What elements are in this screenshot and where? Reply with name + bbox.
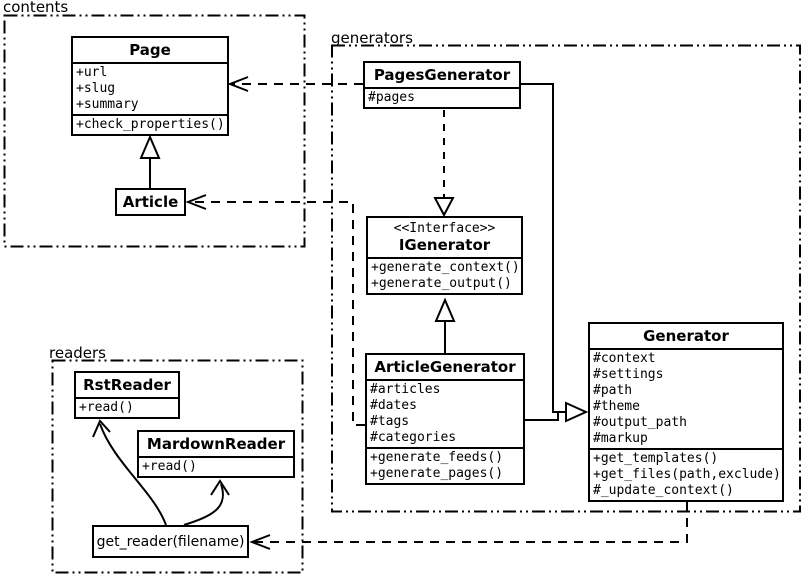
- article-generator-attribute-categories: #categories: [370, 430, 457, 445]
- inheritance-triangle-igenerator-bottom: [434, 297, 456, 322]
- igenerator-method-generate-context: +generate_context(): [371, 260, 520, 275]
- readers-package-label: readers: [49, 344, 106, 362]
- article-class-name: Article: [122, 193, 179, 211]
- generator-method-get-files: +get_files(path,exclude): [593, 467, 781, 482]
- page-method-check-properties: +check_properties(): [76, 117, 225, 132]
- article-generator-methods: +generate_feeds() +generate_pages(): [367, 447, 523, 483]
- mardown-reader-methods: +read(): [139, 456, 293, 476]
- article-generator-attributes: #articles #dates #tags #categories: [367, 379, 523, 447]
- generator-class-name: Generator: [643, 327, 729, 345]
- rst-reader-methods: +read(): [76, 397, 178, 417]
- open-arrowhead-getreader: [249, 534, 271, 550]
- generators-package-border: [331, 44, 801, 513]
- page-methods: +check_properties(): [73, 114, 227, 134]
- rst-reader-method-read: +read(): [79, 400, 134, 415]
- class-pages-generator: PagesGenerator #pages: [363, 61, 521, 109]
- class-rst-reader: RstReader +read(): [74, 371, 180, 419]
- open-arrowhead-article: [185, 194, 207, 210]
- article-generator-method-generate-pages: +generate_pages(): [370, 466, 504, 481]
- article-generator-method-generate-feeds: +generate_feeds(): [370, 450, 504, 465]
- class-mardown-reader: MardownReader +read(): [137, 430, 295, 478]
- igenerator-methods: +generate_context() +generate_output(): [368, 257, 521, 293]
- page-class-name: Page: [129, 41, 171, 59]
- igenerator-stereotype: <<Interface>>: [393, 221, 496, 236]
- arrow-getreader-to-mardownreader: [183, 483, 224, 526]
- contents-package-label: contents: [3, 0, 69, 16]
- article-generator-attribute-dates: #dates: [370, 398, 417, 413]
- page-attribute-url: +url: [76, 65, 108, 80]
- inheritance-triangle-page: [139, 134, 161, 159]
- class-generator: Generator #context #settings #path #them…: [588, 322, 784, 502]
- pages-generator-attributes: #pages: [365, 87, 519, 107]
- generator-attribute-path: #path: [593, 383, 633, 398]
- get-reader-node: get_reader(filename): [92, 525, 249, 558]
- generator-attribute-theme: #theme: [593, 399, 640, 414]
- arrow-getreader-to-rstreader: [99, 423, 167, 526]
- igenerator-class-title: <<Interface>> IGenerator: [368, 218, 521, 257]
- class-page: Page +url +slug +summary +check_properti…: [71, 36, 229, 136]
- generalization-pagesgenerator-to-generator: [521, 83, 566, 413]
- contents-package-border: [3, 14, 306, 248]
- pages-generator-class-name: PagesGenerator: [373, 66, 511, 84]
- generator-method-update-context: #_update_context(): [593, 483, 734, 498]
- generator-method-get-templates: +get_templates(): [593, 451, 719, 466]
- page-attribute-slug: +slug: [76, 81, 116, 96]
- inheritance-triangle-igenerator-top: [433, 197, 455, 218]
- class-igenerator: <<Interface>> IGenerator +generate_conte…: [366, 216, 523, 295]
- generator-attribute-output-path: #output_path: [593, 415, 687, 430]
- mardown-reader-method-read: +read(): [142, 459, 197, 474]
- igenerator-method-generate-output: +generate_output(): [371, 276, 512, 291]
- pages-generator-attribute-pages: #pages: [368, 90, 415, 105]
- article-generator-attribute-articles: #articles: [370, 382, 441, 397]
- generator-methods: +get_templates() +get_files(path,exclude…: [590, 448, 782, 500]
- mardown-reader-class-name: MardownReader: [146, 435, 286, 453]
- rst-reader-class-name: RstReader: [83, 376, 171, 394]
- dependency-generator-to-getreader: [254, 502, 688, 543]
- inheritance-triangle-generator: [565, 401, 589, 423]
- article-generator-attribute-tags: #tags: [370, 414, 410, 429]
- article-generator-class-name: ArticleGenerator: [374, 358, 516, 376]
- generator-attribute-settings: #settings: [593, 367, 664, 382]
- dependency-articlegenerator-to-article: [190, 201, 365, 426]
- open-arrowhead-rstreader: [92, 419, 111, 438]
- class-article-generator: ArticleGenerator #articles #dates #tags …: [365, 353, 525, 485]
- generalization-articlegenerator-to-generator: [525, 412, 559, 421]
- igenerator-class-name: IGenerator: [398, 236, 491, 254]
- class-article: Article: [115, 188, 186, 216]
- page-attributes: +url +slug +summary: [73, 62, 227, 114]
- generators-package-label: generators: [331, 29, 413, 47]
- page-attribute-summary: +summary: [76, 97, 139, 112]
- generator-attribute-markup: #markup: [593, 431, 648, 446]
- open-arrowhead-mardownreader: [210, 479, 230, 496]
- generator-attributes: #context #settings #path #theme #output_…: [590, 348, 782, 448]
- open-arrowhead-page: [227, 76, 249, 92]
- generator-attribute-context: #context: [593, 351, 656, 366]
